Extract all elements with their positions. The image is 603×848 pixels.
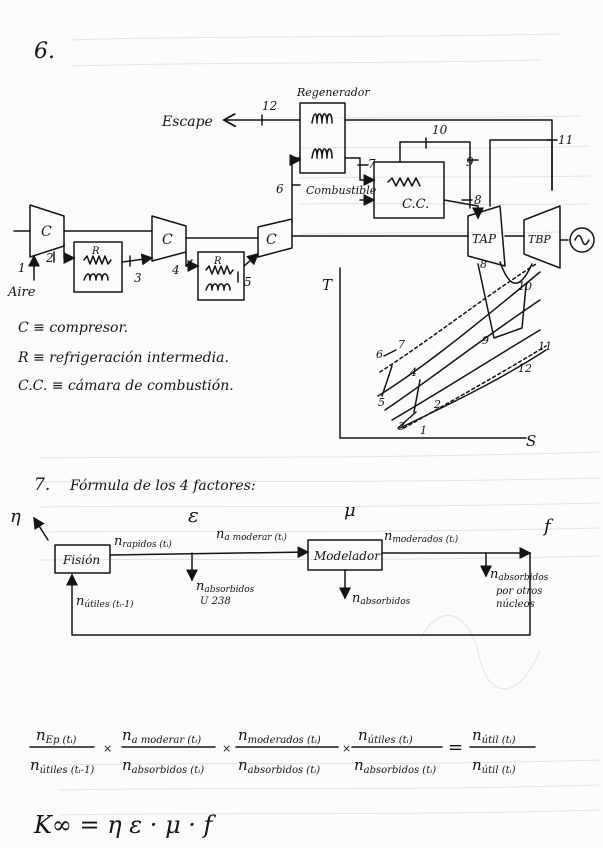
moderador-label: Modelador (313, 549, 381, 563)
f2-den: nabsorbidos (tᵢ) (122, 756, 204, 776)
ts-axes (339, 267, 527, 439)
escape-label: Escape (161, 114, 213, 130)
f1-den: nútiles (tᵢ-1) (30, 756, 94, 776)
f4-num: nútiles (tᵢ) (358, 726, 413, 746)
state-11: 11 (558, 133, 573, 147)
aire-label: Aire (7, 285, 36, 300)
result-den: nútil (tᵢ) (472, 756, 516, 776)
ts-point-9: 9 (482, 334, 489, 347)
compressor-3-label: C (266, 232, 277, 248)
state-4: 4 (171, 263, 180, 277)
ts-s-axis: S (526, 432, 536, 450)
refrigerator-2 (197, 251, 245, 301)
legend-compresor: C ≡ compresor. (18, 320, 128, 336)
state-7: 7 (368, 157, 376, 171)
ts-point-8: 8 (480, 258, 487, 271)
f3-num: nmoderados (tᵢ) (238, 726, 321, 746)
compressor-3 (257, 218, 293, 258)
legend-camara: C.C. ≡ cámara de combustión. (18, 378, 234, 394)
refrig-2-label: R (213, 256, 222, 267)
problem7-title: Fórmula de los 4 factores: (69, 478, 256, 494)
n-a-moderar: na moderar (tᵢ) (216, 527, 287, 543)
n-utiles: nútiles (tᵢ-1) (76, 594, 134, 610)
combustion-chamber (373, 161, 445, 219)
turbine-tbp (523, 205, 561, 269)
ts-point-5: 5 (378, 396, 385, 409)
f4-den: nabsorbidos (tᵢ) (354, 756, 436, 776)
fision-box (54, 544, 111, 574)
problem6-number: 6. (34, 39, 55, 64)
refrigerator-1 (73, 241, 123, 293)
n-moderados: nmoderados (tᵢ) (384, 529, 459, 545)
f1-num: nEp (tᵢ) (36, 726, 76, 746)
state-6: 6 (276, 182, 284, 196)
otros-tag-2: núcleos (496, 599, 535, 610)
turbine-tap (467, 205, 506, 267)
times-3: × (342, 742, 351, 755)
problem7-number: 7. (34, 475, 50, 495)
regenerador-label: Regenerador (296, 86, 370, 99)
refrig-1-label: R (91, 246, 100, 257)
combustible-label: Combustible (306, 184, 377, 197)
ts-point-4: 4 (409, 366, 417, 379)
state-10: 10 (432, 123, 448, 137)
state-3: 3 (134, 271, 142, 285)
otros-tag-1: por otros (496, 586, 542, 597)
state-9: 9 (466, 155, 474, 169)
n-absorbidos-otros: nabsorbidos (490, 567, 549, 583)
ts-point-6: 6 (376, 348, 383, 361)
generator (569, 227, 595, 253)
ts-t-axis: T (322, 276, 333, 294)
eta-symbol: η (10, 506, 21, 527)
compressor-2-label: C (162, 232, 173, 248)
f2-num: na moderar (tᵢ) (122, 726, 201, 746)
compressor-1-label: C (41, 224, 52, 240)
n-absorbidos-u238: nabsorbidos (196, 579, 255, 595)
n-absorbidos-moderador: nabsorbidos (352, 591, 411, 607)
times-2: × (222, 742, 231, 755)
state-5: 5 (244, 275, 252, 289)
epsilon-symbol: ε (188, 503, 199, 527)
ts-point-1: 1 (420, 424, 427, 437)
equals: = (448, 737, 463, 758)
tap-label: TAP (472, 232, 497, 246)
ts-point-3: 3 (398, 420, 405, 433)
ts-point-12: 12 (518, 362, 532, 375)
fision-label: Fisión (62, 553, 100, 567)
tbp-label: TBP (528, 233, 551, 246)
regenerator (299, 102, 346, 174)
result-num: nútil (tᵢ) (472, 726, 516, 746)
u238-tag: U 238 (200, 596, 231, 607)
state-1: 1 (18, 261, 26, 275)
ts-point-2: 2 (433, 398, 441, 411)
n-rapidos: nrapidos (tᵢ) (114, 534, 172, 550)
times-1: × (103, 742, 112, 755)
k-infinity-formula: K∞ = η ε · μ · f (33, 811, 217, 839)
state-12: 12 (262, 99, 277, 113)
legend-refrigeracion: R ≡ refrigeración intermedia. (17, 350, 229, 366)
cc-box-label: C.C. (402, 197, 429, 212)
ts-point-10: 10 (518, 280, 532, 293)
f-symbol: f (542, 516, 554, 537)
ts-point-11: 11 (538, 340, 552, 353)
ts-point-7: 7 (398, 338, 405, 351)
f3-den: nabsorbidos (tᵢ) (238, 756, 320, 776)
mu-symbol: μ (344, 500, 356, 521)
state-2: 2 (45, 251, 54, 265)
state-8: 8 (474, 193, 482, 207)
